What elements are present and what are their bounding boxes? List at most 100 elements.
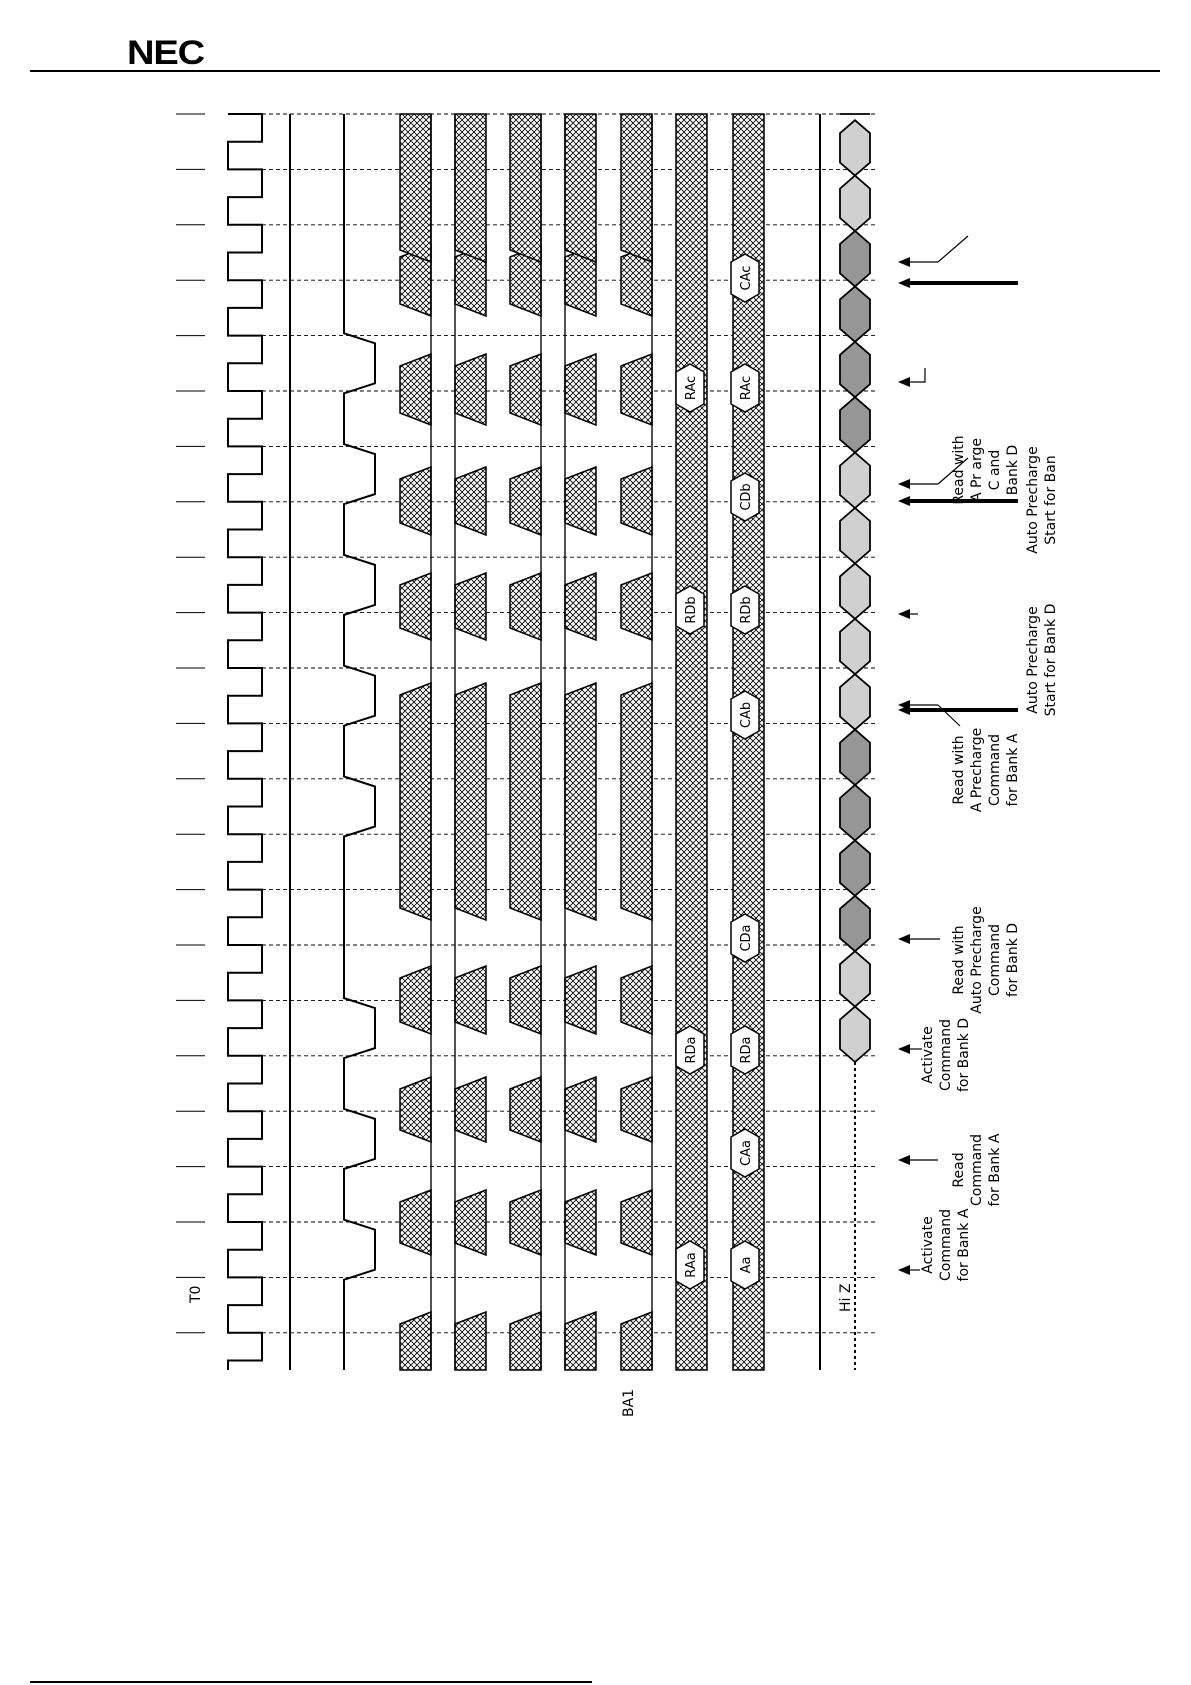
cell-tag-label: CAa (739, 1140, 754, 1166)
hatched-bus-segment (399, 1310, 432, 1371)
hatched-bus-segment (399, 681, 432, 922)
hatched-bus-segment (399, 964, 432, 1036)
hatched-bus-segment (399, 465, 432, 537)
cell-tag-label: CDa (739, 924, 754, 951)
annotation-line: Command (987, 734, 1003, 806)
cell-tag-box (675, 363, 705, 413)
annotation-line: Read with (951, 735, 967, 804)
hatched-bus-segment (564, 1188, 597, 1257)
annotation-line: Command (987, 924, 1003, 996)
thick-arrow-head (898, 705, 910, 715)
hatched-bus-segment (620, 352, 653, 427)
annotation-line: Command (938, 1019, 954, 1091)
hatched-bus-segment (564, 681, 597, 922)
hatched-bus-segment (620, 113, 653, 264)
arrow-head (898, 1155, 910, 1165)
leader-line (937, 235, 969, 263)
hatched-bus-segment (399, 352, 432, 427)
hatched-bus-segment (620, 681, 653, 922)
annotation-line: Read (951, 1152, 967, 1187)
annotation-line: Command (938, 1209, 954, 1281)
hatched-bus-segment (454, 1310, 487, 1371)
cell-tag-label: CDb (739, 483, 754, 510)
hatched-bus-segment (509, 571, 542, 642)
hatched-bus-segment (509, 465, 542, 537)
annotation-line: for Bank A (956, 1208, 972, 1281)
dq-data-cell (839, 1005, 871, 1064)
dq-data-cell (839, 340, 871, 399)
annotation-line: for Bank D (956, 1018, 972, 1092)
clock-start-label: T0 (188, 1286, 204, 1304)
annotation-line: Activate (920, 1026, 936, 1083)
cell-tag-label: CAb (739, 702, 754, 728)
annotation-line: for Bank A (987, 1133, 1003, 1206)
cell-tag-label: RAc (739, 376, 754, 400)
leader-line (912, 368, 926, 383)
cell-tag-box (730, 1240, 760, 1290)
dq-data-cell (839, 783, 871, 842)
cell-tag-box (675, 585, 705, 635)
signal-labels: T0 BA1 Hi Z (188, 1284, 854, 1417)
nec-logo: NEC (127, 34, 205, 72)
cell-tag-label: RDa (739, 1036, 754, 1063)
cell-tag-label: Aa (739, 1257, 754, 1274)
hatched-bus-segment (454, 1188, 487, 1257)
command-arrows (898, 235, 1018, 1275)
dq-data-cell (839, 285, 871, 343)
annotation-line: Start for Bank D (1043, 604, 1059, 717)
dq-data-cell (839, 119, 871, 177)
annotation-line: Auto Precharge (969, 906, 985, 1013)
arrow-head (898, 479, 910, 489)
annotation-line: for Bank A (1005, 733, 1021, 806)
dq-data-cell (839, 728, 871, 787)
hatched-bus-segment (509, 1310, 542, 1371)
hatched-bus-segment (454, 964, 487, 1036)
header-divider (30, 70, 1160, 72)
annotation-line: A Pr arge (969, 438, 985, 502)
dq-data-cell (839, 617, 871, 676)
cell-tag-label: RDb (684, 596, 699, 623)
dq-data-cell (839, 506, 871, 565)
hatched-bus-segment (509, 1188, 542, 1257)
annotation-line: Start for Ban (1043, 455, 1059, 544)
hatched-bus-segment (399, 113, 432, 264)
dq-data-cell (839, 174, 871, 233)
arrow-head (898, 1265, 910, 1275)
hatched-bus-segment (620, 964, 653, 1036)
cell-tag-box (730, 913, 760, 963)
hatched-bus-segment (399, 1075, 432, 1144)
arrow-head (898, 934, 910, 944)
hatched-bus-segment (732, 113, 765, 1371)
hatched-bus-segment (454, 681, 487, 922)
signal-name-label: BA1 (621, 1389, 637, 1417)
hatched-bus-segment (564, 352, 597, 427)
static-signal-lines (289, 114, 821, 1370)
hatched-bus-segment (399, 1188, 432, 1257)
cell-tag-label: RDa (684, 1036, 699, 1063)
hatched-bus-segment (620, 571, 653, 642)
dq-data-cell (839, 396, 871, 454)
clock-wave (227, 113, 263, 1370)
annotation-line: Read with (951, 435, 967, 504)
cell-tag-box (675, 1240, 705, 1290)
cell-tag-label: CAc (739, 266, 754, 291)
hatched-bus-segment (509, 681, 542, 922)
annotation-line: Auto Precharge (1025, 606, 1041, 713)
arrow-head (898, 377, 910, 387)
footer-divider (30, 1681, 592, 1683)
clock-waveform (227, 113, 263, 1370)
cell-tag-box (675, 1025, 705, 1075)
hi-z-label: Hi Z (838, 1284, 854, 1312)
hatched-bus-segment (620, 1188, 653, 1257)
cell-tag-label: RDb (739, 596, 754, 623)
hatched-bus-segment (399, 571, 432, 642)
